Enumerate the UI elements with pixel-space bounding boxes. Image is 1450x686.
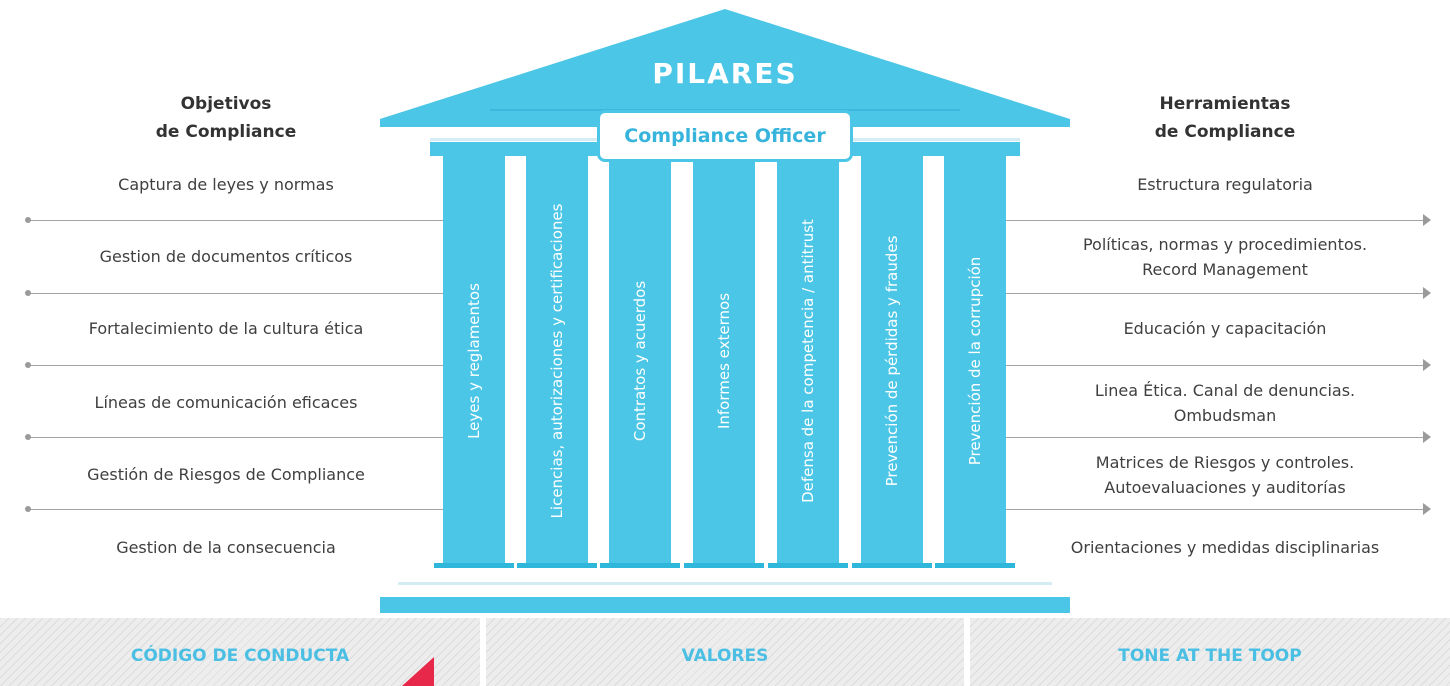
pillar-base [517,563,597,568]
pillar-base [852,563,932,568]
tool-item: Orientaciones y medidas disciplinarias [1025,535,1425,560]
foundation-label: TONE AT THE TOOP [1118,646,1302,666]
tool-item-line: Linea Ética. Canal de denuncias. [1094,381,1356,400]
tool-item-line: Record Management [1142,260,1308,279]
connector-dot [25,290,31,296]
tools-heading: Herramientas de Compliance [1075,90,1375,146]
pillar: Prevención de la corrupción [944,156,1006,565]
connector-dot [25,362,31,368]
left-connector-line [28,365,443,366]
tool-item: Educación y capacitación [1025,316,1425,341]
objective-item: Gestion de la consecuencia [116,538,336,557]
left-connector-line [28,220,443,221]
tool-item-line: Políticas, normas y procedimientos. [1082,235,1368,254]
tool-item-line: Matrices de Riesgos y controles. [1095,453,1355,472]
connector-dot [25,434,31,440]
left-connector-line [28,437,443,438]
objectives-heading: Objetivos de Compliance [76,90,376,146]
tool-item-line: Orientaciones y medidas disciplinarias [1070,538,1380,557]
tool-item-line: Educación y capacitación [1123,319,1327,338]
right-connector-line [1006,220,1424,221]
pillar: Defensa de la competencia / antitrust [777,156,839,565]
objective-item: Gestion de documentos críticos [99,247,353,266]
arrow-right-icon [1423,214,1431,226]
objectives-heading-line2: de Compliance [155,122,297,142]
pillar-base [935,563,1015,568]
compliance-officer-box: Compliance Officer [597,110,853,162]
tool-item-line: Estructura regulatoria [1137,175,1313,194]
temple-title: PILARES [652,57,798,90]
tool-item: Matrices de Riesgos y controles. Autoeval… [1025,450,1425,500]
arrow-right-icon [1423,431,1431,443]
objectives-heading-line1: Objetivos [180,94,272,114]
pillar-label: Prevención de la corrupción [966,256,984,465]
right-connector-line [1006,437,1424,438]
left-connector-line [28,293,443,294]
pillar-base [768,563,848,568]
base-platform [380,597,1070,613]
pillar-label: Prevención de pérdidas y fraudes [883,235,901,486]
right-connector-line [1006,365,1424,366]
tools-heading-line1: Herramientas [1159,94,1291,114]
objective-item: Líneas de comunicación eficaces [94,393,358,412]
foundation-tone-at-the-top: TONE AT THE TOOP [970,618,1450,686]
foundation-label: CÓDIGO DE CONDUCTA [130,646,350,666]
pillar-base [684,563,764,568]
arrow-right-icon [1423,503,1431,515]
tools-heading-line2: de Compliance [1154,122,1296,142]
objective-item: Captura de leyes y normas [118,175,334,194]
roof-triangle [380,9,1070,119]
connector-dot [25,506,31,512]
pillar-base [434,563,514,568]
pillar: Informes externos [693,156,755,565]
pillar-label: Informes externos [715,292,733,429]
red-corner-mark [402,657,434,686]
pillar-label: Licencias, autorizaciones y certificacio… [548,203,566,518]
pillar-base [600,563,680,568]
pillar: Licencias, autorizaciones y certificacio… [526,156,588,565]
pillar-label: Leyes y reglamentos [465,282,483,439]
right-connector-line [1006,509,1424,510]
base-upper [398,582,1052,585]
pillar: Leyes y reglamentos [443,156,505,565]
pillar-label: Contratos y acuerdos [631,280,649,441]
tool-item-line: Autoevaluaciones y auditorías [1104,478,1346,497]
right-connector-line [1006,293,1424,294]
connector-dot [25,217,31,223]
foundation-label: VALORES [681,646,769,666]
pillar: Contratos y acuerdos [609,156,671,565]
tool-item-line: Ombudsman [1173,406,1277,425]
objective-item: Fortalecimiento de la cultura ética [88,319,364,338]
objective-item: Gestión de Riesgos de Compliance [87,465,365,484]
pillar-label: Defensa de la competencia / antitrust [799,218,817,503]
tool-item: Estructura regulatoria [1025,172,1425,197]
pillar: Prevención de pérdidas y fraudes [861,156,923,565]
tool-item: Linea Ética. Canal de denuncias. Ombudsma… [1025,378,1425,428]
foundation-code-of-conduct: CÓDIGO DE CONDUCTA [0,618,480,686]
tool-item: Políticas, normas y procedimientos. Recor… [1025,232,1425,282]
arrow-right-icon [1423,359,1431,371]
arrow-right-icon [1423,287,1431,299]
left-connector-line [28,509,443,510]
base-line [398,579,1052,581]
foundation-values: VALORES [486,618,964,686]
